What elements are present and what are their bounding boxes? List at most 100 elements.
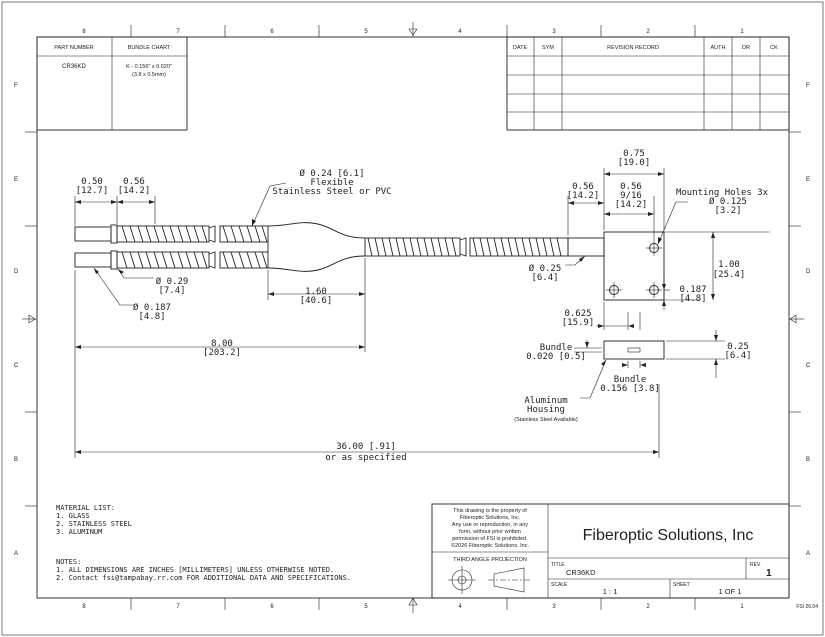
bundle-chart-line2: (3.8 x 0.5mm) [132, 72, 166, 78]
mounting-holes-label: Mounting Holes 3x [676, 188, 769, 198]
material-list: MATERIAL LIST: 1. GLASS 2. STAINLESS STE… [56, 504, 132, 536]
zone-row-b: B [14, 457, 18, 463]
dim-0-56-c: 0.56 [620, 182, 642, 192]
zone-labels: 8 7 6 5 4 3 2 1 8 7 6 5 4 3 2 1 F E D C … [14, 29, 811, 610]
dim-0-25-b: 0.25 [727, 342, 749, 352]
note-2: 2. Contact fsi@tampabay.rr.com FOR ADDIT… [56, 574, 351, 582]
right-dimensions: 0.75 [19.0] 0.56 [14.2] 0.56 9/16 [14.2]… [529, 149, 769, 330]
zone-row-f-right: F [806, 83, 810, 89]
ferrule-bottom [74, 252, 112, 268]
zone-ticks [22, 22, 804, 613]
zone-col-7-bottom: 7 [176, 604, 180, 610]
fiber-cable-side-view [74, 222, 605, 272]
zone-row-c: C [14, 363, 19, 369]
housing-end-block [603, 340, 665, 360]
dim-40-6: [40.6] [300, 296, 333, 306]
zone-col-1-bottom: 1 [740, 604, 744, 610]
zone-col-8: 8 [82, 29, 86, 35]
mounting-holes-mm: [3.2] [714, 206, 741, 216]
zone-col-3: 3 [552, 29, 556, 35]
zone-row-f: F [14, 83, 18, 89]
zone-col-6: 6 [270, 29, 274, 35]
dim-0-187-b: 0.187 [679, 285, 706, 295]
dim-12-7: [12.7] [76, 186, 109, 196]
flexible-jacket [364, 237, 605, 257]
rev-label: REV [750, 562, 761, 568]
dim-0-24: Ø 0.24 [6.1] [299, 168, 364, 179]
projection-label: THIRD ANGLE PROJECTION [453, 557, 527, 563]
bundle-a-label: Bundle [540, 343, 573, 353]
bundle-chart-header: BUNDLE CHART [128, 45, 171, 51]
title-label: TITLE [551, 562, 565, 568]
zone-row-b-right: B [806, 457, 810, 463]
housing-end-view: Bundle 0.020 [0.5] 0.25 [6.4] Bundle 0.1… [514, 330, 752, 423]
dim-25-4: [25.4] [713, 270, 746, 280]
zone-row-e: E [14, 177, 18, 183]
spring-leg-top [116, 225, 216, 243]
part-table: PART NUMBER BUNDLE CHART CR36KD K - 0.15… [36, 36, 188, 131]
dim-1-60: 1.60 [305, 287, 327, 297]
company-name: Fiberoptic Solutions, Inc [583, 527, 754, 544]
dim-0-29: Ø 0.29 [156, 276, 189, 287]
property-line-6: ©2026 Fiberoptic Solutions, Inc. [451, 542, 530, 549]
dim-6-4: [6.4] [531, 273, 558, 283]
dim-4-8: [4.8] [138, 312, 165, 322]
rev-header-date: DATE [513, 45, 528, 51]
material-list-title: MATERIAL LIST: [56, 504, 115, 512]
dim-stainless-or-pvc: Stainless Steel or PVC [272, 187, 391, 197]
sheet-label: SHEET [673, 582, 690, 588]
zone-col-2-bottom: 2 [646, 604, 650, 610]
dim-0-187: Ø 0.187 [133, 302, 171, 313]
zone-col-2: 2 [646, 29, 650, 35]
rev-value: 1 [766, 568, 772, 579]
zone-col-4-bottom: 4 [458, 604, 462, 610]
dim-15-9: [15.9] [562, 318, 595, 328]
material-item-3: 3. ALUMINUM [56, 528, 102, 536]
zone-col-6-bottom: 6 [270, 604, 274, 610]
dim-14-2-b: [14.2] [567, 191, 600, 201]
notes-title: NOTES: [56, 558, 81, 566]
rev-header-dr: DR [742, 45, 750, 51]
notes: NOTES: 1. ALL DIMENSIONS ARE INCHES [MIL… [56, 558, 351, 582]
dim-9-16: 9/16 [620, 191, 642, 201]
form-code: FSI 26.04 [796, 604, 818, 610]
note-1: 1. ALL DIMENSIONS ARE INCHES [MILLIMETER… [56, 566, 334, 574]
revision-table: DATE SYM REVISION RECORD AUTH DR CK [506, 36, 790, 131]
zone-row-e-right: E [806, 177, 810, 183]
housing-label-1: Aluminum [524, 396, 567, 406]
dim-0-25: Ø 0.25 [529, 263, 562, 274]
dim-14-2: [14.2] [118, 186, 151, 196]
housing-label-3: (Stainless Steel Available) [514, 417, 578, 423]
mounting-holes [606, 240, 662, 298]
zone-row-a: A [14, 551, 18, 557]
dim-1-00: 1.00 [718, 260, 740, 270]
zone-col-7: 7 [176, 29, 180, 35]
dim-19-0: [19.0] [618, 158, 651, 168]
scale-label: SCALE [551, 582, 568, 588]
rev-header-auth: AUTH [711, 45, 726, 51]
dim-203-2: [203.2] [203, 348, 241, 358]
dim-0-56-b: 0.56 [572, 182, 594, 192]
zone-col-1: 1 [740, 29, 744, 35]
dim-14-2-c: [14.2] [615, 200, 648, 210]
title-block: This drawing is the property of Fiberopt… [431, 503, 818, 610]
zone-col-3-bottom: 3 [552, 604, 556, 610]
dim-0-56: 0.56 [123, 177, 145, 187]
projection-symbol [448, 566, 530, 594]
zone-col-4: 4 [458, 29, 462, 35]
bundle-b-dim: 0.156 [3.8] [600, 384, 660, 394]
housing-front-view [603, 231, 770, 301]
part-number-value: CR36KD [62, 64, 86, 70]
zone-col-5: 5 [364, 29, 368, 35]
housing-block [603, 231, 665, 301]
bundle-slot [627, 347, 641, 353]
dim-36-00: 36.00 [.91] [336, 442, 396, 452]
left-dimensions: 0.50 [12.7] 0.56 [14.2] Ø 0.24 [6.1] Fle… [74, 168, 660, 463]
material-item-2: 2. STAINLESS STEEL [56, 520, 132, 528]
dim-0-75: 0.75 [623, 149, 645, 159]
rev-header-record: REVISION RECORD [607, 45, 659, 51]
bundle-chart-line1: K - 0.156" x 0.020" [126, 64, 172, 70]
dim-flexible: Flexible [310, 178, 353, 188]
dim-0-625: 0.625 [564, 309, 591, 319]
